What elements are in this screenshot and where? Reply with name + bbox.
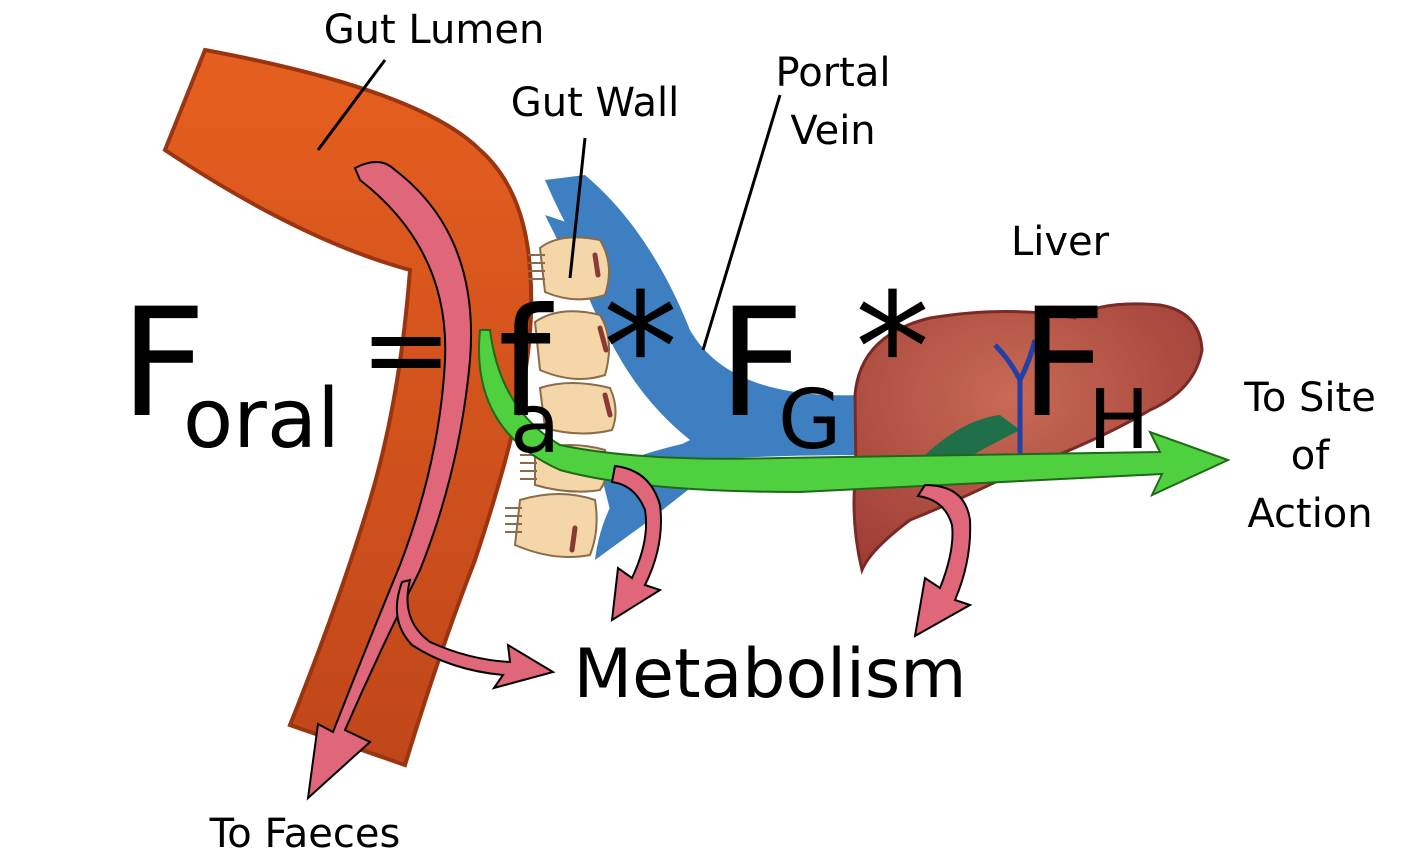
times-sign-2: * <box>855 262 930 436</box>
to-site-label-line2: of <box>1291 433 1330 479</box>
gallbladder <box>920 415 1020 462</box>
metabolism-label: Metabolism <box>573 635 966 714</box>
to-site-label-line1: To Site <box>1243 375 1376 421</box>
f-oral-main: F <box>120 277 206 451</box>
f-oral-subscript: oral <box>183 372 340 467</box>
gut-wall-cell <box>538 382 617 435</box>
portal-vein-label-line2: Vein <box>790 108 875 154</box>
times-sign-1: * <box>603 262 678 436</box>
fg-main: F <box>718 277 804 451</box>
gut-wall-label: Gut Wall <box>511 80 679 126</box>
liver-label: Liver <box>1011 219 1110 265</box>
gut-wall-leader <box>568 137 587 279</box>
liver-metabolism-arrow <box>913 483 973 638</box>
gut-lumen-label: Gut Lumen <box>324 7 545 53</box>
gut-wall-cell <box>528 236 610 301</box>
absorption-arrow <box>478 329 1231 498</box>
gut-wall-cell <box>533 310 610 380</box>
portal-vein-trunk <box>545 175 870 560</box>
gutwall-metabolism-arrow <box>610 464 663 622</box>
fa-main: f <box>498 277 554 451</box>
equals-sign: = <box>360 285 452 413</box>
fh-subscript: H <box>1088 373 1150 468</box>
bile-duct <box>993 339 1038 460</box>
gut-wall-cell <box>505 493 598 558</box>
fh-main: F <box>1020 277 1106 451</box>
fg-subscript: G <box>778 373 842 468</box>
to-faeces-label: To Faeces <box>209 811 401 857</box>
gut-metabolism-arrow <box>395 578 556 690</box>
to-site-label-line3: Action <box>1247 491 1372 537</box>
fa-subscript: a <box>510 377 560 472</box>
portal-vein-leader <box>701 94 782 351</box>
portal-vein-label-line1: Portal <box>776 50 891 96</box>
faeces-arrow <box>306 161 472 801</box>
gut-lumen-leader <box>316 59 387 151</box>
bioavailability-equation: F oral = f a * F G * F H <box>120 262 1150 472</box>
